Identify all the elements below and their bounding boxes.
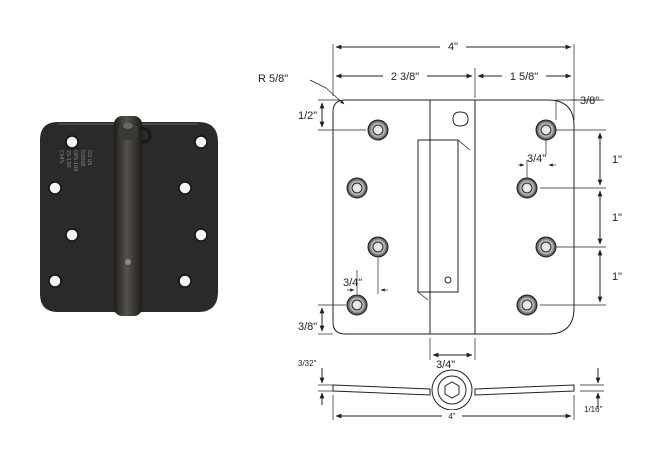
svg-text:G3 US: G3 US xyxy=(86,150,92,165)
label-overall-width: 4" xyxy=(448,41,458,53)
label-corner-radius: R 5/8" xyxy=(258,73,288,85)
drawing-side-view xyxy=(318,368,604,420)
hinge-photo-right-leaf xyxy=(140,122,218,312)
dim-hole-spacing xyxy=(540,129,606,306)
label-left-leaf-width: 2 3/8" xyxy=(391,71,419,83)
svg-text:Ch4S: Ch4S xyxy=(58,150,64,163)
hinge-photo: G3 US D200E GPS-100 2S-100 Ch4S xyxy=(40,116,218,316)
label-side-width: 4" xyxy=(448,412,455,421)
hinge-photo-left-leaf xyxy=(40,122,118,312)
label-leaf-thickness: 1/16" xyxy=(584,405,603,414)
label-top-offset: 1/2" xyxy=(298,110,317,122)
dim-top-offset xyxy=(318,99,366,131)
label-hole-spacing-1: 1" xyxy=(612,154,622,166)
svg-text:D200E: D200E xyxy=(79,150,85,167)
drawing-barrel-outline xyxy=(430,99,476,335)
hinge-drawing xyxy=(309,44,606,420)
dimension-labels: 4" R 5/8" 2 3/8" 1 5/8" 3/8" 1/2" 1" 1" … xyxy=(258,38,622,422)
label-barrel-width: 3/4" xyxy=(436,359,455,371)
dim-barrel-width xyxy=(429,338,476,360)
label-right-hole-horizontal: 3/4" xyxy=(527,153,546,165)
label-hole-spacing-2: 1" xyxy=(612,212,622,224)
label-side-thickness: 3/32" xyxy=(298,359,317,368)
label-hole-spacing-3: 1" xyxy=(612,271,622,283)
hinge-photo-engraving: G3 US D200E GPS-100 2S-100 Ch4S xyxy=(58,150,92,171)
drawing-left-leaf-outline xyxy=(332,99,431,335)
svg-text:GPS-100: GPS-100 xyxy=(72,150,78,171)
label-right-leaf-width: 1 5/8" xyxy=(510,71,538,83)
drawing-screw-holes xyxy=(346,119,557,316)
label-left-hole-horizontal: 3/4" xyxy=(343,277,362,289)
hinge-photo-holes xyxy=(48,135,208,288)
label-bottom-offset: 3/8" xyxy=(298,321,317,333)
hinge-photo-barrel xyxy=(114,116,142,316)
svg-text:2S-100: 2S-100 xyxy=(65,150,71,168)
drawing-right-leaf-outline xyxy=(475,99,575,335)
label-right-edge-offset: 3/8" xyxy=(580,95,599,107)
